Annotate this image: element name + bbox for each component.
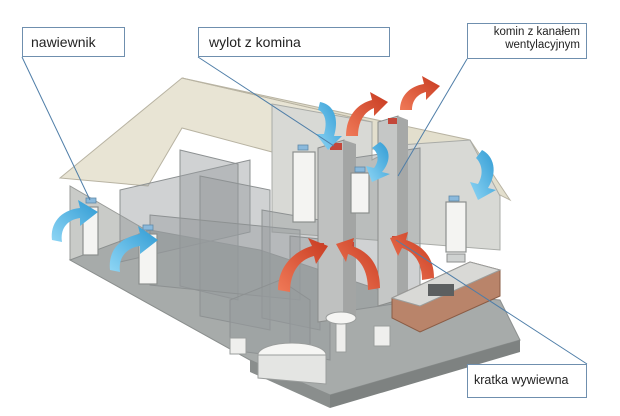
supply-vent	[448, 195, 460, 202]
side-floor-edge	[330, 340, 520, 408]
stove-icon	[428, 284, 454, 296]
leader-line-wylot	[197, 56, 335, 147]
supply-vents	[85, 144, 460, 231]
label-text: wylot z komina	[209, 34, 301, 50]
label-text: kratka wywiewna	[474, 373, 569, 387]
supply-vent	[354, 166, 366, 173]
chimney-left	[317, 139, 345, 323]
exhaust-arrow-icon	[336, 238, 380, 290]
supply-vent	[85, 197, 97, 204]
partition	[179, 149, 239, 301]
label-text-line2: wentylacyjnym	[505, 39, 580, 52]
supply-arrow-icon	[366, 142, 390, 182]
supply-arrow-icon	[470, 150, 496, 200]
chimney-top-grille	[388, 118, 397, 124]
supply-vent	[297, 144, 309, 151]
label-nawiewnik: nawiewnik	[22, 27, 125, 57]
supply-vent	[142, 224, 154, 231]
label-exhaust-grille: kratka wywiewna	[467, 364, 587, 398]
exhaust-arrow-icon	[278, 238, 328, 292]
exhaust-arrow-icon	[400, 76, 440, 110]
sink-pedestal-icon	[335, 319, 347, 353]
fixtures	[229, 253, 502, 385]
leader-lines	[21, 56, 588, 365]
supply-arrow-icon	[51, 200, 98, 242]
window	[445, 201, 467, 253]
leader-line-nawiewnik	[21, 56, 91, 201]
exhaust-arrows	[278, 76, 440, 292]
chimney-right-side	[398, 116, 408, 300]
leader-line-kratka	[395, 239, 588, 365]
chimney-outlet-grille	[330, 143, 342, 150]
bathtub-base	[257, 354, 327, 385]
toilet-icon	[229, 337, 247, 355]
supply-arrow-icon	[109, 226, 158, 272]
leader-line-komin	[397, 58, 468, 177]
window	[350, 172, 370, 214]
kitchen-sink-icon	[446, 253, 466, 263]
sink-basin-icon	[325, 311, 357, 325]
chimney-left-side	[344, 140, 356, 318]
exhaust-arrow-icon	[346, 92, 388, 136]
label-chimney-duct: komin z kanałem wentylacyjnym	[467, 23, 587, 59]
label-text: nawiewnik	[31, 34, 96, 50]
toilet-icon	[373, 325, 391, 347]
exhaust-arrow-icon	[390, 232, 434, 280]
window	[292, 151, 316, 223]
label-text-line1: komin z kanałem	[493, 26, 580, 38]
label-chimney-outlet: wylot z komina	[198, 27, 390, 57]
